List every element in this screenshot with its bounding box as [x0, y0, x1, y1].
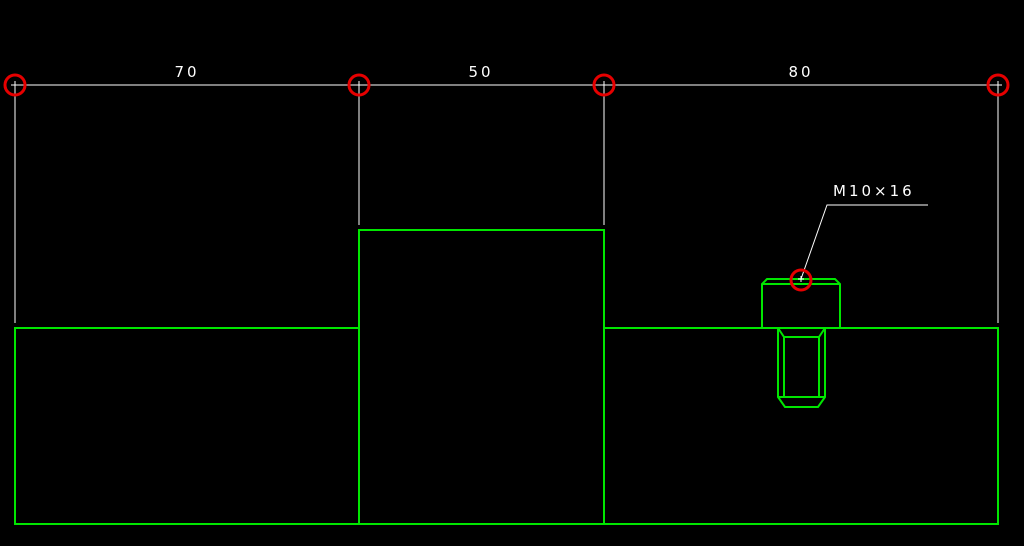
selection-marker-icon[interactable]	[986, 73, 1010, 97]
selection-markers	[3, 73, 1010, 292]
part-geometry	[14, 229, 999, 525]
dimension-value-50[interactable]: 50	[468, 63, 493, 81]
selection-marker-icon[interactable]	[3, 73, 27, 97]
snap-point-icon	[355, 81, 363, 89]
snap-point-icon	[11, 81, 19, 89]
left-block[interactable]	[14, 327, 360, 525]
dimension-lines	[14, 84, 999, 323]
selection-marker-icon[interactable]	[347, 73, 371, 97]
snap-points	[11, 81, 1002, 282]
leader-line[interactable]	[800, 204, 928, 280]
snap-point-icon	[798, 276, 804, 282]
snap-point-icon	[600, 81, 608, 89]
bolt-head	[761, 278, 841, 328]
selection-marker-icon[interactable]	[789, 268, 813, 292]
bolt-shank	[777, 328, 826, 408]
snap-point-icon	[994, 81, 1002, 89]
bolt-chamfer-left	[777, 327, 785, 338]
bolt[interactable]	[761, 278, 841, 408]
dimension-value-80[interactable]: 80	[788, 63, 813, 81]
thread-callout-label[interactable]: M10×16	[833, 182, 915, 200]
center-block[interactable]	[358, 229, 605, 525]
dimension-value-70[interactable]: 70	[174, 63, 199, 81]
selection-marker-icon[interactable]	[592, 73, 616, 97]
right-block[interactable]	[603, 327, 999, 525]
bolt-chamfer-right	[818, 327, 826, 338]
